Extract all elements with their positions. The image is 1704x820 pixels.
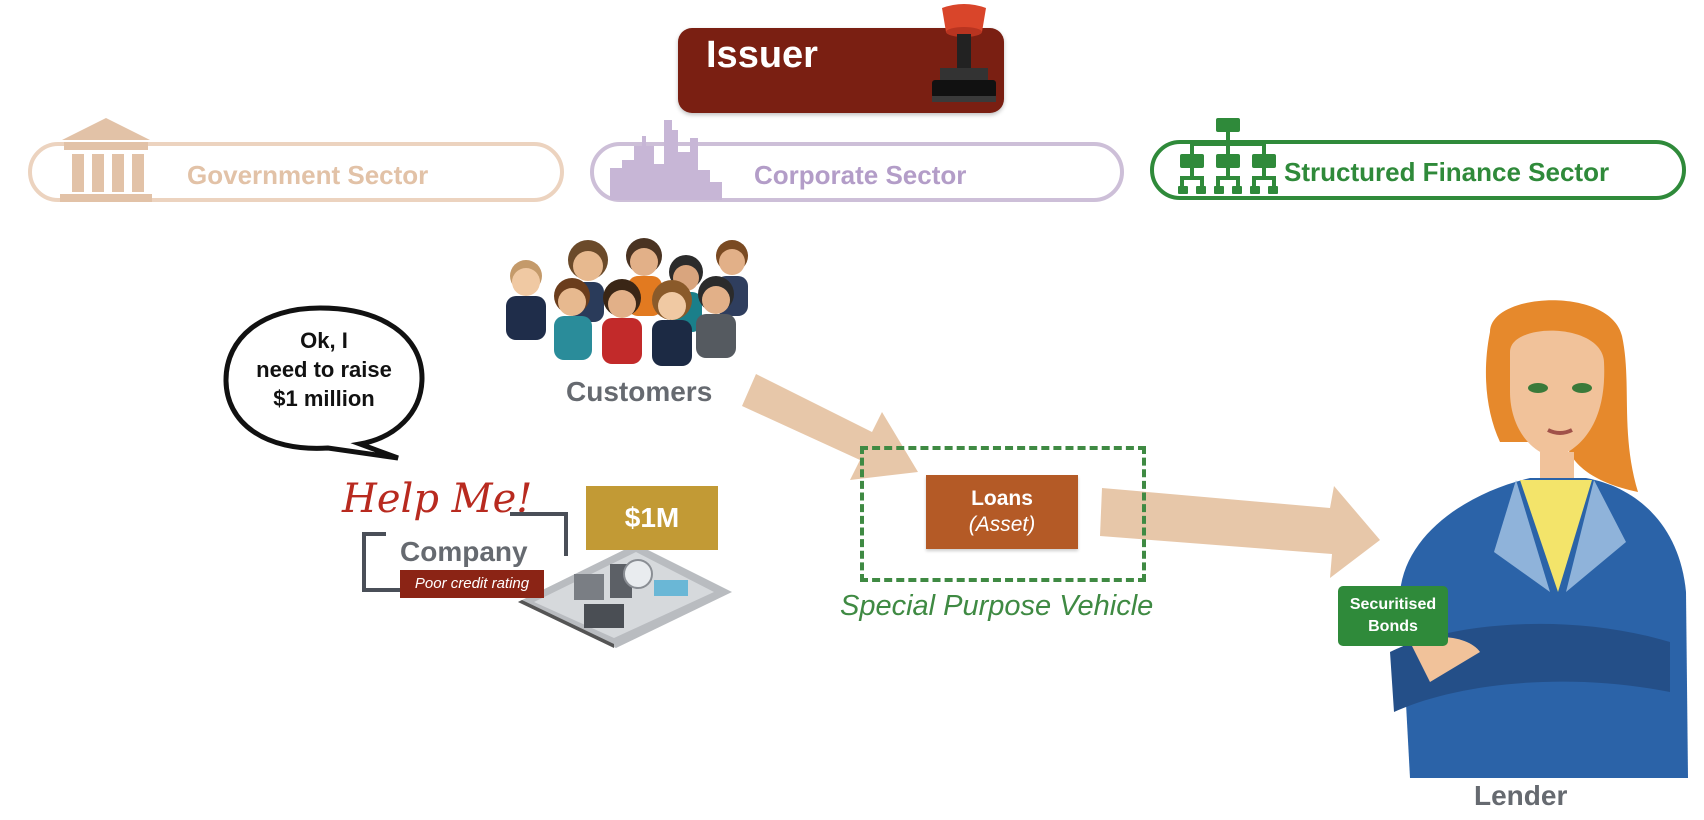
speech-bubble-text: Ok, I need to raise $1 million: [236, 326, 412, 413]
spv-label: Special Purpose Vehicle: [840, 590, 1154, 622]
city-skyline-icon: [610, 120, 722, 200]
lender-illustration: [1390, 300, 1688, 778]
bonds-line: Bonds: [1368, 618, 1418, 635]
arrow-loans-to-lender: [1100, 486, 1380, 578]
speech-line: need to raise: [256, 357, 392, 382]
bonds-line: Securitised: [1349, 596, 1437, 613]
arrow-customers-to-loans: [742, 374, 918, 480]
structured-finance-sector-pill: Structured Finance Sector: [1150, 118, 1686, 200]
company-label: Company: [400, 536, 528, 567]
loans-asset-box: Loans (Asset): [926, 475, 1078, 549]
speech-line: Ok, I: [300, 328, 348, 353]
speech-bubble-shape: [223, 305, 425, 461]
credit-rating-badge: Poor credit rating: [400, 570, 544, 598]
help-me-text: Help Me!: [342, 476, 533, 522]
org-chart-icon: [1178, 118, 1278, 194]
customers-label: Customers: [566, 376, 713, 407]
corporate-sector-label: Corporate Sector: [754, 160, 967, 190]
speech-line: $1 million: [273, 386, 375, 411]
loans-title: Loans: [971, 487, 1033, 510]
spv-dashed-boundary: [860, 446, 1146, 582]
government-sector-pill: Government Sector: [28, 118, 564, 202]
stamp-icon: [932, 4, 996, 102]
loans-subtitle: (Asset): [968, 513, 1036, 536]
lender-label: Lender: [1474, 780, 1568, 811]
issuer-title: Issuer: [706, 34, 818, 76]
corporate-sector-pill: Corporate Sector: [590, 120, 1124, 202]
government-sector-label: Government Sector: [187, 160, 429, 190]
customers-crowd-illustration: [506, 238, 748, 366]
issuer-box: Issuer: [678, 4, 1004, 113]
factory-illustration: [518, 544, 732, 648]
company-bracket-lines: [362, 512, 568, 592]
amount-badge: $1M: [586, 486, 718, 550]
structured-finance-sector-label: Structured Finance Sector: [1284, 157, 1610, 187]
bank-icon: [60, 118, 152, 202]
securitised-bonds-badge: Securitised Bonds: [1338, 586, 1448, 646]
